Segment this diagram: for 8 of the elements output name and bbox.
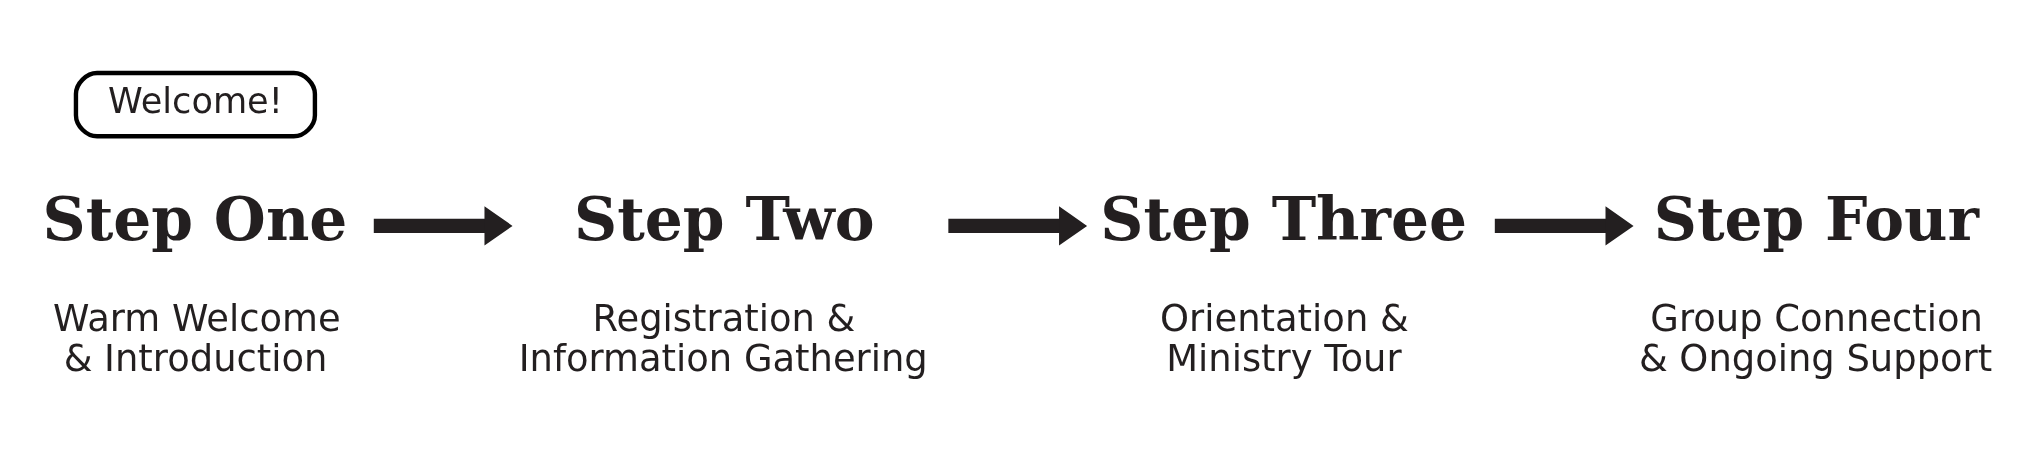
label: Welcome! bbox=[108, 80, 283, 122]
arrow bbox=[373, 206, 513, 246]
node-text: Step Two Registration & Information Gathering bbox=[518, 184, 928, 381]
node-text: Step Three Orientation & Ministry Tour bbox=[1100, 184, 1468, 381]
node-text: Step Four Group Connection & Ongoing Support bbox=[1638, 184, 1993, 381]
arrow bbox=[948, 206, 1088, 246]
arrow bbox=[1494, 206, 1634, 246]
node-text: Step One Warm Welcome & Introduction bbox=[42, 184, 348, 381]
